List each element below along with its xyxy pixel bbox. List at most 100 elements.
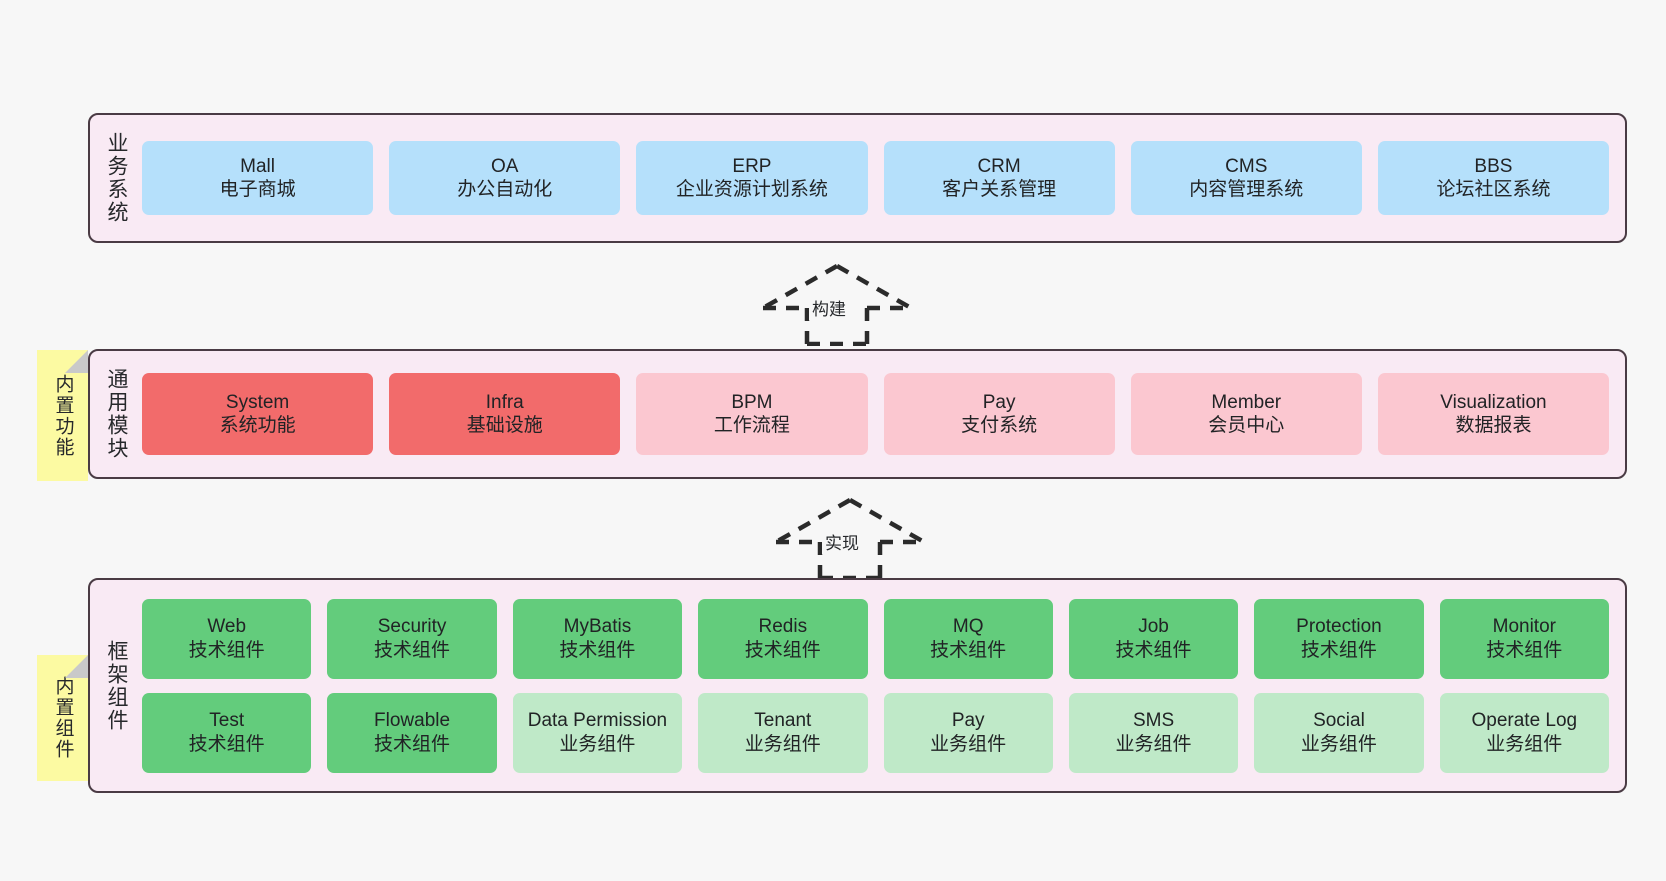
- node-title: Visualization: [1440, 391, 1547, 413]
- node-desc: 技术组件: [374, 733, 451, 755]
- node-desc: 系统功能: [219, 415, 296, 436]
- note-label: 内置组件: [52, 676, 74, 760]
- node-social[interactable]: Social 业务组件: [1254, 692, 1424, 773]
- node-desc: 业务组件: [1115, 733, 1192, 755]
- node-mq[interactable]: MQ 技术组件: [883, 598, 1053, 679]
- node-cms[interactable]: CMS 内容管理系统: [1130, 141, 1362, 215]
- node-pay-component[interactable]: Pay 业务组件: [883, 692, 1053, 773]
- node-desc: 技术组件: [559, 639, 636, 661]
- node-job[interactable]: Job 技术组件: [1068, 598, 1239, 679]
- node-bbs[interactable]: BBS 论坛社区系统: [1377, 141, 1610, 215]
- row-modules-1: System 系统功能 Infra 基础设施 BPM 工作流程 Pay 支付系统…: [142, 373, 1610, 455]
- node-desc: 技术组件: [188, 639, 265, 661]
- node-desc: 客户关系管理: [942, 179, 1057, 200]
- node-desc: 会员中心: [1208, 415, 1285, 436]
- node-title: BPM: [731, 391, 773, 413]
- layer-title-business: 业务系统: [105, 132, 129, 224]
- node-crm[interactable]: CRM 客户关系管理: [883, 141, 1115, 215]
- node-title: Mall: [240, 155, 275, 177]
- node-title: BBS: [1474, 155, 1513, 177]
- node-desc: 业务组件: [559, 733, 636, 755]
- node-title: OA: [491, 155, 519, 177]
- node-desc: 业务组件: [1486, 733, 1563, 755]
- node-title: Redis: [758, 616, 808, 638]
- node-desc: 企业资源计划系统: [675, 179, 828, 200]
- node-desc: 技术组件: [1115, 639, 1192, 661]
- node-infra[interactable]: Infra 基础设施: [389, 373, 621, 455]
- node-desc: 技术组件: [1300, 639, 1377, 661]
- node-data-permission[interactable]: Data Permission 业务组件: [512, 692, 683, 773]
- node-monitor[interactable]: Monitor 技术组件: [1439, 598, 1609, 679]
- node-mall[interactable]: Mall 电子商城: [142, 141, 374, 215]
- node-web[interactable]: Web 技术组件: [142, 598, 312, 679]
- node-title: ERP: [732, 155, 772, 177]
- node-title: Operate Log: [1471, 710, 1578, 732]
- layer-title-modules: 通用模块: [105, 368, 129, 460]
- node-desc: 技术组件: [188, 733, 265, 755]
- node-operate-log[interactable]: Operate Log 业务组件: [1439, 692, 1609, 773]
- row-business-1: Mall 电子商城 OA 办公自动化 ERP 企业资源计划系统 CRM 客户关系…: [142, 141, 1610, 215]
- node-title: Social: [1313, 710, 1365, 732]
- layer-common-modules: 通用模块 System 系统功能 Infra 基础设施 BPM 工作流程 Pay…: [88, 349, 1627, 479]
- node-title: Data Permission: [527, 710, 668, 732]
- layer-framework-components: 框架组件 Web 技术组件 Security 技术组件 MyBatis 技术组件…: [88, 578, 1627, 793]
- connector-label-build: 构建: [809, 295, 849, 320]
- node-desc: 支付系统: [961, 415, 1038, 436]
- node-desc: 业务组件: [744, 733, 821, 755]
- node-desc: 内容管理系统: [1189, 179, 1304, 200]
- node-bpm[interactable]: BPM 工作流程: [636, 373, 868, 455]
- node-title: SMS: [1132, 710, 1175, 732]
- connector-label-implement: 实现: [822, 529, 862, 554]
- node-redis[interactable]: Redis 技术组件: [698, 598, 868, 679]
- node-test[interactable]: Test 技术组件: [142, 692, 312, 773]
- node-protection[interactable]: Protection 技术组件: [1254, 598, 1424, 679]
- node-desc: 技术组件: [744, 639, 821, 661]
- node-member[interactable]: Member 会员中心: [1130, 373, 1362, 455]
- node-title: Flowable: [374, 710, 451, 732]
- node-title: Protection: [1296, 616, 1382, 638]
- node-visualization[interactable]: Visualization 数据报表: [1377, 373, 1610, 455]
- row-framework-tech: Web 技术组件 Security 技术组件 MyBatis 技术组件 Redi…: [142, 598, 1609, 679]
- node-title: Test: [209, 710, 245, 732]
- node-title: Security: [377, 616, 447, 638]
- node-title: Infra: [485, 391, 524, 413]
- node-title: Job: [1138, 616, 1169, 638]
- node-desc: 论坛社区系统: [1436, 179, 1551, 200]
- node-system[interactable]: System 系统功能: [142, 373, 374, 455]
- node-desc: 基础设施: [466, 415, 543, 436]
- layer-body-business: Mall 电子商城 OA 办公自动化 ERP 企业资源计划系统 CRM 客户关系…: [142, 115, 1625, 241]
- node-title: Pay: [982, 391, 1016, 413]
- node-title: Web: [207, 616, 247, 638]
- node-sms[interactable]: SMS 业务组件: [1068, 692, 1239, 773]
- node-oa[interactable]: OA 办公自动化: [389, 141, 621, 215]
- node-desc: 数据报表: [1455, 415, 1532, 436]
- node-desc: 电子商城: [219, 179, 296, 200]
- node-desc: 办公自动化: [457, 179, 553, 200]
- note-builtin-features: 内置功能: [37, 350, 88, 481]
- node-desc: 业务组件: [930, 733, 1007, 755]
- node-title: Monitor: [1492, 616, 1556, 638]
- node-title: MyBatis: [563, 616, 632, 638]
- layer-body-modules: System 系统功能 Infra 基础设施 BPM 工作流程 Pay 支付系统…: [142, 351, 1625, 477]
- node-title: MQ: [952, 616, 984, 638]
- node-title: CMS: [1225, 155, 1268, 177]
- layer-title-framework: 框架组件: [105, 639, 129, 732]
- node-pay-module[interactable]: Pay 支付系统: [883, 373, 1115, 455]
- layer-body-framework: Web 技术组件 Security 技术组件 MyBatis 技术组件 Redi…: [142, 580, 1625, 791]
- node-desc: 业务组件: [1300, 733, 1377, 755]
- node-security[interactable]: Security 技术组件: [327, 598, 497, 679]
- connector-implement: 实现: [770, 492, 930, 581]
- note-label: 内置功能: [52, 373, 74, 458]
- layer-business-systems: 业务系统 Mall 电子商城 OA 办公自动化 ERP 企业资源计划系统 CRM…: [88, 113, 1627, 243]
- row-framework-business: Test 技术组件 Flowable 技术组件 Data Permission …: [142, 692, 1609, 773]
- node-desc: 工作流程: [713, 415, 790, 436]
- node-title: Pay: [951, 710, 985, 732]
- node-erp[interactable]: ERP 企业资源计划系统: [636, 141, 868, 215]
- note-builtin-components: 内置组件: [37, 655, 88, 781]
- node-mybatis[interactable]: MyBatis 技术组件: [512, 598, 683, 679]
- node-desc: 技术组件: [374, 639, 451, 661]
- node-tenant[interactable]: Tenant 业务组件: [698, 692, 868, 773]
- node-flowable[interactable]: Flowable 技术组件: [327, 692, 497, 773]
- node-desc: 技术组件: [1486, 639, 1563, 661]
